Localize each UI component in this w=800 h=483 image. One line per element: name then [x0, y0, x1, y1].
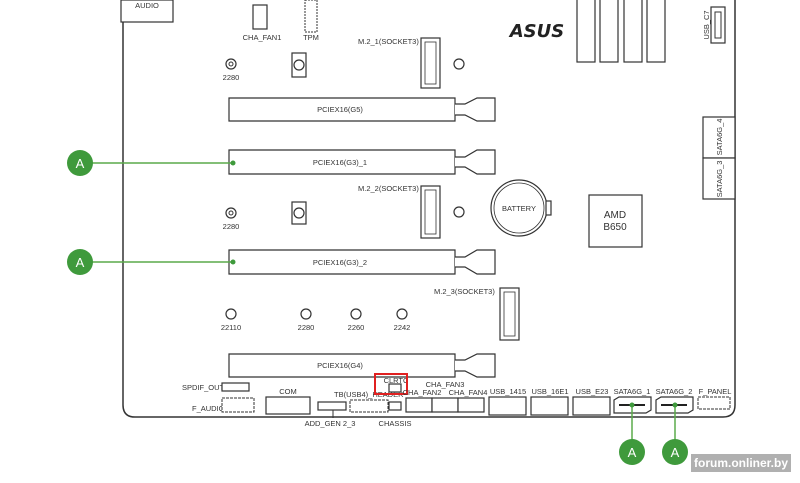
dimm-slots: [576, 0, 666, 63]
standoff: 2280: [223, 207, 240, 231]
usb-16e1-label: USB_16E1: [531, 387, 568, 396]
marker-a-pcie-g3-1: A: [67, 150, 236, 176]
svg-text:A: A: [671, 445, 680, 460]
com-label: COM: [279, 387, 297, 396]
audio-label: AUDIO: [135, 1, 159, 10]
pcie-slot-label: PCIEX16(G3)_1: [313, 158, 367, 167]
clrtc-jumper: [388, 383, 402, 393]
pcie-slot-label: PCIEX16(G4): [317, 361, 363, 370]
pcie-slot-g4: PCIEX16(G4): [228, 353, 496, 378]
usb-16e1-header: [530, 396, 569, 416]
m2-slot-label: M.2_2(SOCKET3): [358, 184, 419, 193]
clrtc-label: CLRTC: [384, 376, 409, 385]
tb-header: [349, 399, 389, 413]
svg-text:2280: 2280: [298, 323, 315, 332]
svg-text:2242: 2242: [394, 323, 411, 332]
f-audio-header: [221, 397, 255, 413]
pcie-slot-label: PCIEX16(G3)_2: [313, 258, 367, 267]
spdif-out-header: [221, 382, 250, 392]
sata6g-3-label: SATA6G_3: [715, 161, 724, 198]
svg-text:22110: 22110: [221, 323, 241, 332]
sata6g-1-label: SATA6G_1: [614, 387, 651, 396]
cha-fan3-connector: [431, 397, 459, 413]
com-header: [265, 396, 311, 415]
svg-text:2260: 2260: [348, 323, 365, 332]
svg-text:A: A: [628, 445, 637, 460]
cha-fan4-label: CHA_FAN4: [449, 388, 488, 397]
watermark: forum.onliner.by: [691, 454, 792, 472]
standoff: 2280: [298, 308, 315, 332]
cha-fan1-label: CHA_FAN1: [243, 33, 282, 42]
cha-fan3-label: CHA_FAN3: [426, 380, 465, 389]
standoff: [453, 58, 465, 70]
pcie-slot-g3-2: PCIEX16(G3)_2: [228, 249, 496, 275]
sata6g-3-port: [702, 157, 736, 200]
sata6g-2-label: SATA6G_2: [656, 387, 693, 396]
standoff: 2280: [223, 58, 240, 82]
usb-1415-header: [488, 396, 527, 416]
pcie-slot-label: PCIEX16(G5): [317, 105, 363, 114]
clrtc-highlight: [374, 373, 408, 395]
chipset: [588, 194, 643, 248]
asus-logo: ASUS: [508, 21, 564, 42]
svg-text:2280: 2280: [223, 73, 240, 82]
svg-text:A: A: [76, 156, 85, 171]
sata6g-4-label: SATA6G_4: [715, 119, 724, 156]
tpm-label: TPM: [303, 33, 319, 42]
pcie-slot-g5: PCIEX16(G5): [228, 97, 496, 122]
m2-slot-3: M.2_3(SOCKET3): [434, 287, 520, 341]
standoff: 2260: [348, 308, 365, 332]
chassis-label: CHASSIS: [379, 419, 412, 428]
cha-fan2-connector: [405, 397, 433, 413]
cha-fan1-connector: [252, 4, 268, 30]
add-gen-header: [317, 401, 347, 411]
m2-slot-1: M.2_1(SOCKET3): [358, 37, 441, 89]
svg-text:2280: 2280: [223, 222, 240, 231]
f-panel-header: [697, 396, 731, 410]
pcie-slot-g3-1: PCIEX16(G3)_1: [228, 149, 496, 175]
marker-a-sata6g-1: A: [619, 402, 645, 465]
marker-a-pcie-g3-2: A: [67, 249, 236, 275]
cha-fan2-label: CHA_FAN2: [403, 388, 442, 397]
add-gen-label: ADD_GEN 2_3: [305, 419, 356, 428]
f-panel-label: F_PANEL: [699, 387, 732, 396]
chipset-line1: AMD: [604, 210, 626, 221]
marker-a-sata6g-2: A: [662, 402, 688, 465]
battery-label: BATTERY: [502, 204, 536, 213]
audio-block: [120, 0, 174, 23]
f-audio-label: F_AUDIO: [192, 404, 225, 413]
standoff: 2242: [394, 308, 411, 332]
tpm-header: [304, 0, 318, 33]
m2-slot-2: M.2_2(SOCKET3): [358, 184, 441, 239]
usb-c7-label: USB_C7: [702, 10, 711, 39]
standoff: [453, 206, 465, 218]
board-outline: [122, 0, 736, 418]
svg-text:A: A: [76, 255, 85, 270]
usb-1415-label: USB_1415: [490, 387, 526, 396]
m2-slot-label: M.2_1(SOCKET3): [358, 37, 419, 46]
chassis-header: [388, 401, 402, 411]
usb-e23-label: USB_E23: [576, 387, 609, 396]
m2-slot-label: M.2_3(SOCKET3): [434, 287, 495, 296]
spdif-out-label: SPDIF_OUT: [182, 383, 225, 392]
standoff: 22110: [221, 308, 241, 332]
usb-e23-header: [572, 396, 611, 416]
chipset-line2: B650: [603, 222, 627, 233]
cha-fan4-connector: [457, 397, 485, 413]
tb-header-label: TB(USB4)_HEADER: [334, 390, 404, 399]
